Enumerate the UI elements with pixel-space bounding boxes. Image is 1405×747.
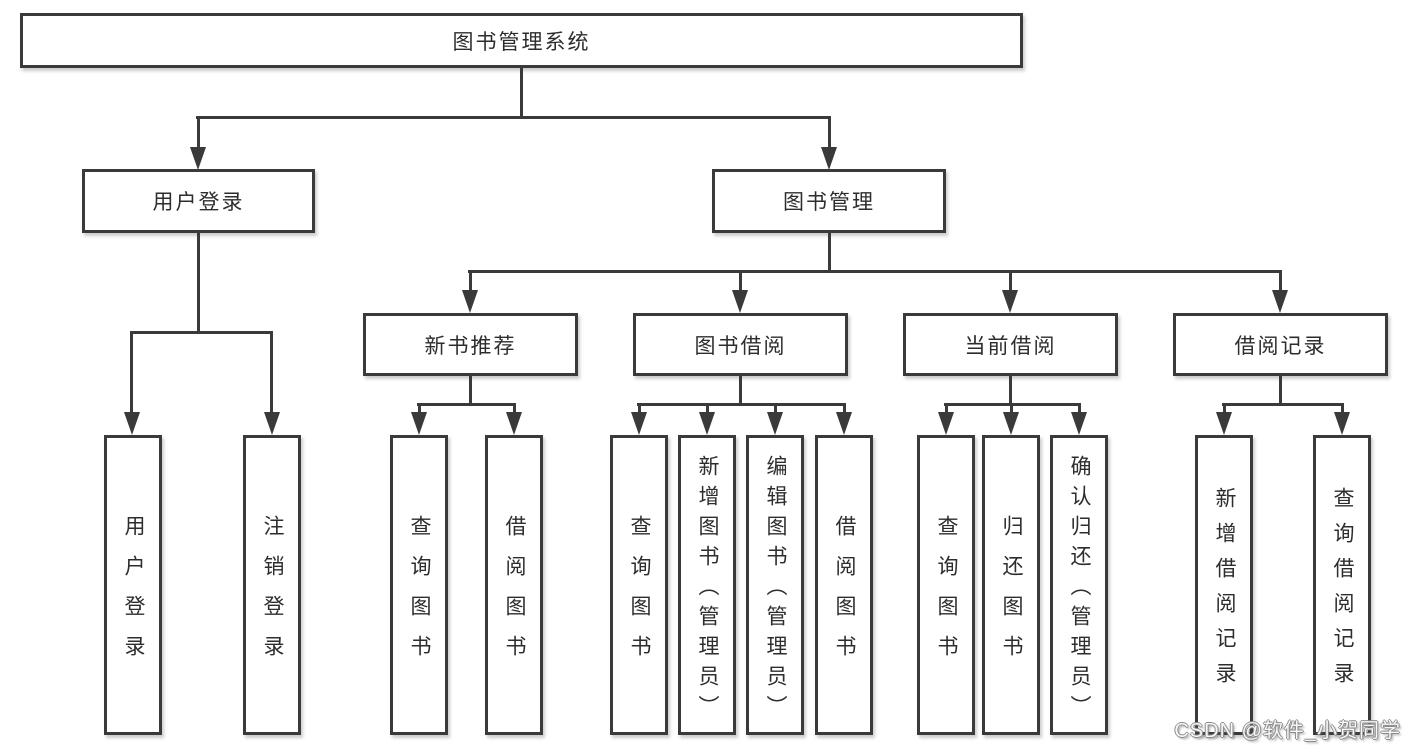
leaf-borrowing-query-books: 查询图书 (610, 435, 668, 735)
arrow-down (699, 412, 715, 435)
arrow-down (732, 290, 748, 313)
leaf-records-query-record: 查询借阅记录 (1313, 435, 1371, 735)
arrow-down (264, 412, 280, 435)
arrow-down (1003, 412, 1019, 435)
connector-line (520, 66, 523, 118)
node-user-login: 用户登录 (82, 169, 315, 233)
connector-line (130, 331, 133, 415)
leaf-recommend-borrow-books: 借阅图书 (485, 435, 543, 735)
arrow-down (1071, 412, 1087, 435)
arrow-down (631, 412, 647, 435)
connector-line (637, 403, 846, 406)
node-new-book-recommend: 新书推荐 (363, 313, 578, 376)
arrow-down (938, 412, 954, 435)
connector-line (1222, 403, 1343, 406)
connector-line (945, 403, 948, 415)
connector-line (1009, 374, 1012, 406)
leaf-borrowing-borrow-books: 借阅图书 (815, 435, 873, 735)
leaf-borrowing-edit-books-admin: 编辑图书（管理员） (746, 435, 804, 735)
node-borrowing-records: 借阅记录 (1173, 313, 1388, 376)
connector-line (706, 403, 709, 415)
arrow-down (190, 147, 206, 170)
arrow-down (411, 412, 427, 435)
csdn-watermark: CSDN @软件_小贺同学 (1174, 720, 1401, 742)
connector-line (739, 270, 742, 294)
connector-line (843, 403, 846, 415)
arrow-down (462, 290, 478, 313)
connector-line (196, 116, 830, 119)
arrow-down (821, 147, 837, 170)
connector-line (417, 403, 516, 406)
connector-line (1078, 403, 1081, 415)
node-book-management: 图书管理 (712, 169, 946, 233)
connector-line (1279, 374, 1282, 406)
connector-line (828, 231, 831, 273)
arrow-down (836, 412, 852, 435)
arrow-down (506, 412, 522, 435)
connector-line (197, 231, 200, 334)
connector-line (828, 116, 831, 152)
connector-line (774, 403, 777, 415)
connector-line (197, 116, 200, 152)
leaf-logout: 注销登录 (243, 435, 301, 735)
connector-line (1010, 403, 1013, 415)
leaf-current-query-books: 查询图书 (917, 435, 975, 735)
node-root: 图书管理系统 (20, 13, 1023, 68)
arrow-down (1272, 290, 1288, 313)
leaf-user-login: 用户登录 (104, 435, 162, 735)
arrow-down (124, 412, 140, 435)
leaf-recommend-query-books: 查询图书 (390, 435, 448, 735)
connector-line (469, 270, 472, 294)
connector-line (1223, 403, 1226, 415)
connector-line (469, 374, 472, 406)
connector-line (468, 270, 1281, 273)
connector-line (1279, 270, 1282, 294)
leaf-current-confirm-return-admin: 确认归还（管理员） (1050, 435, 1108, 735)
connector-line (418, 403, 421, 415)
arrow-down (1216, 412, 1232, 435)
connector-line (130, 331, 273, 334)
arrow-down (767, 412, 783, 435)
node-book-borrowing: 图书借阅 (633, 313, 848, 376)
connector-line (1009, 270, 1012, 294)
arrow-down (1334, 412, 1350, 435)
arrow-down (1002, 290, 1018, 313)
connector-line (1341, 403, 1344, 415)
connector-line (739, 374, 742, 406)
connector-line (638, 403, 641, 415)
leaf-borrowing-add-books-admin: 新增图书（管理员） (678, 435, 736, 735)
leaf-records-add-record: 新增借阅记录 (1195, 435, 1253, 735)
connector-line (513, 403, 516, 415)
node-current-borrowing: 当前借阅 (903, 313, 1118, 376)
leaf-current-return-books: 归还图书 (982, 435, 1040, 735)
connector-line (270, 331, 273, 415)
